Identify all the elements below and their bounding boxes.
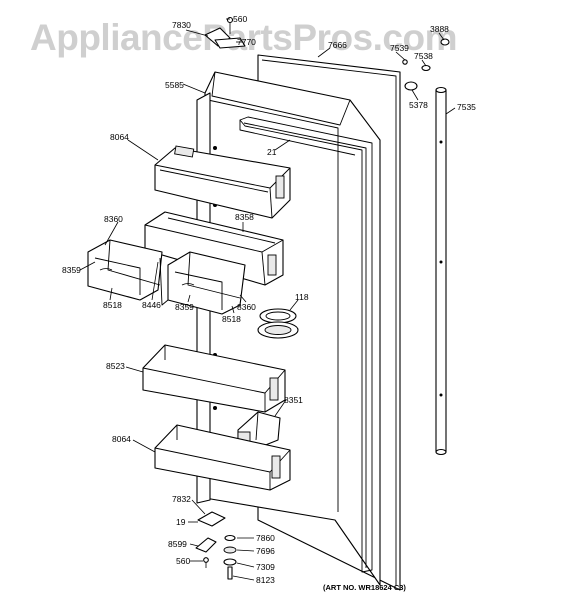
callout-8523: 8523	[106, 361, 125, 371]
callout-labels: 7830 560 7770 7666 7539 7538 3888 5585 5…	[62, 14, 476, 585]
callout-8359-mid: 8359	[175, 302, 194, 312]
leader-lines	[79, 18, 456, 581]
callout-8360-left: 8360	[104, 214, 123, 224]
callout-19: 19	[176, 517, 186, 527]
bin-insert-mid	[159, 251, 246, 315]
callout-7535: 7535	[457, 102, 476, 112]
callout-7538: 7538	[414, 51, 433, 61]
callout-21: 21	[267, 147, 277, 157]
callout-8599: 8599	[168, 539, 187, 549]
callout-7539: 7539	[390, 43, 409, 53]
art-number: (ART NO. WR18624 C3)	[323, 583, 406, 592]
watermark-text: AppliancePartsPros.com	[30, 17, 457, 58]
callout-7830: 7830	[172, 20, 191, 30]
callout-8064-top: 8064	[110, 132, 129, 142]
bottom-hinge-hardware	[195, 511, 237, 580]
callout-8351: 8351	[284, 395, 303, 405]
callout-7666: 7666	[328, 40, 347, 50]
door-bin-top	[154, 145, 291, 219]
callout-8123: 8123	[256, 575, 275, 585]
dairy-door	[257, 308, 299, 339]
callout-7770: 7770	[237, 37, 256, 47]
callout-7696: 7696	[256, 546, 275, 556]
callout-5585: 5585	[165, 80, 184, 90]
callout-118: 118	[295, 292, 309, 302]
door-bin-bottom	[154, 424, 291, 491]
callout-5378: 5378	[409, 100, 428, 110]
callout-8518-left: 8518	[103, 300, 122, 310]
callout-8358: 8358	[235, 212, 254, 222]
door-bin-middle	[142, 344, 286, 413]
callout-560-top: 560	[233, 14, 247, 24]
callout-8446: 8446	[142, 300, 161, 310]
callout-7860: 7860	[256, 533, 275, 543]
callout-8360-mid: 8360	[237, 302, 256, 312]
callout-560-bottom: 560	[176, 556, 190, 566]
callout-3888: 3888	[430, 24, 449, 34]
callout-7832: 7832	[172, 494, 191, 504]
callout-8064-bottom: 8064	[112, 434, 131, 444]
handle-rod	[435, 86, 447, 456]
callout-7309: 7309	[256, 562, 275, 572]
bin-insert-left	[87, 239, 163, 301]
callout-8359-left: 8359	[62, 265, 81, 275]
door-gasket	[239, 116, 373, 573]
callout-8518-mid: 8518	[222, 314, 241, 324]
top-hinge-hardware	[204, 16, 450, 91]
